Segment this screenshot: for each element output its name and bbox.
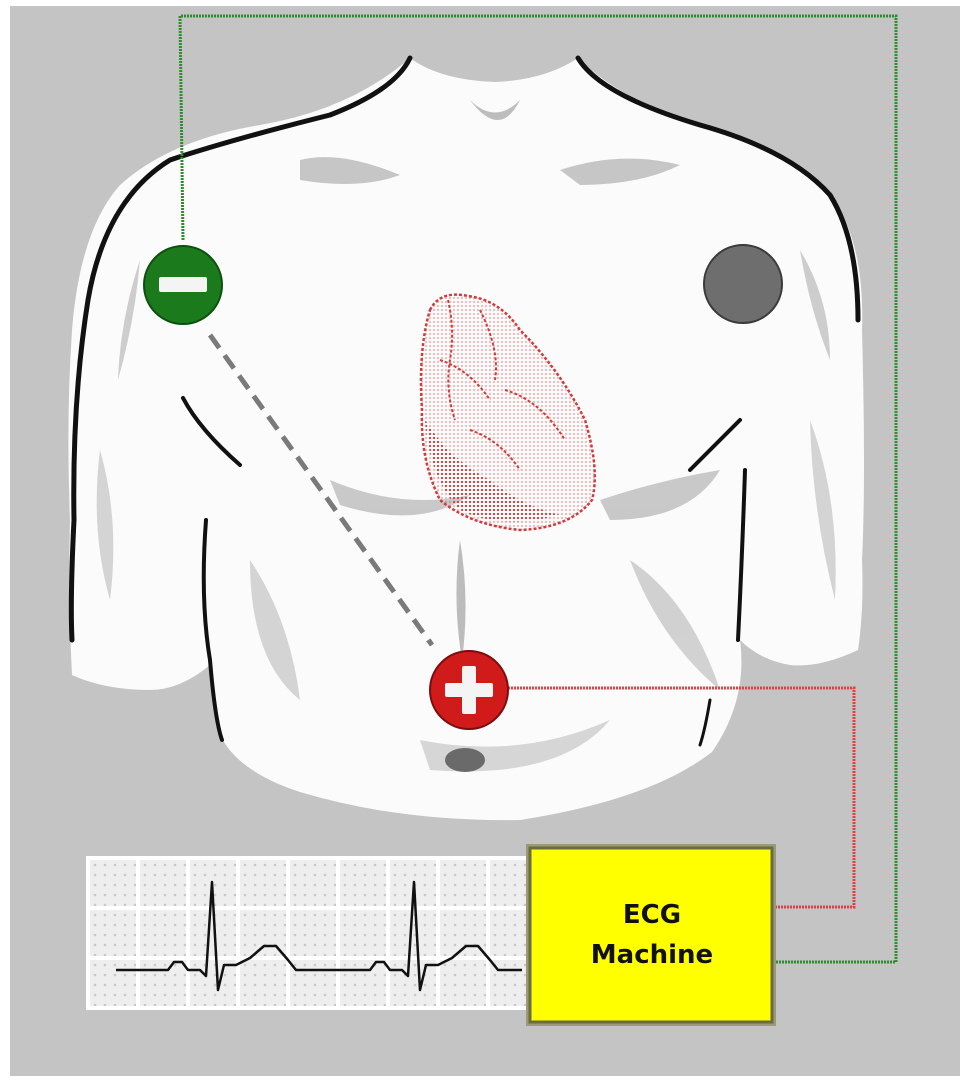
minus-icon [159, 277, 207, 292]
left-arm-electrode [704, 245, 782, 323]
right-arm-electrode [144, 246, 222, 324]
left-leg-electrode [430, 651, 508, 729]
navel [445, 748, 485, 772]
ecg-strip [86, 858, 526, 1008]
ecg-machine [526, 844, 776, 1026]
